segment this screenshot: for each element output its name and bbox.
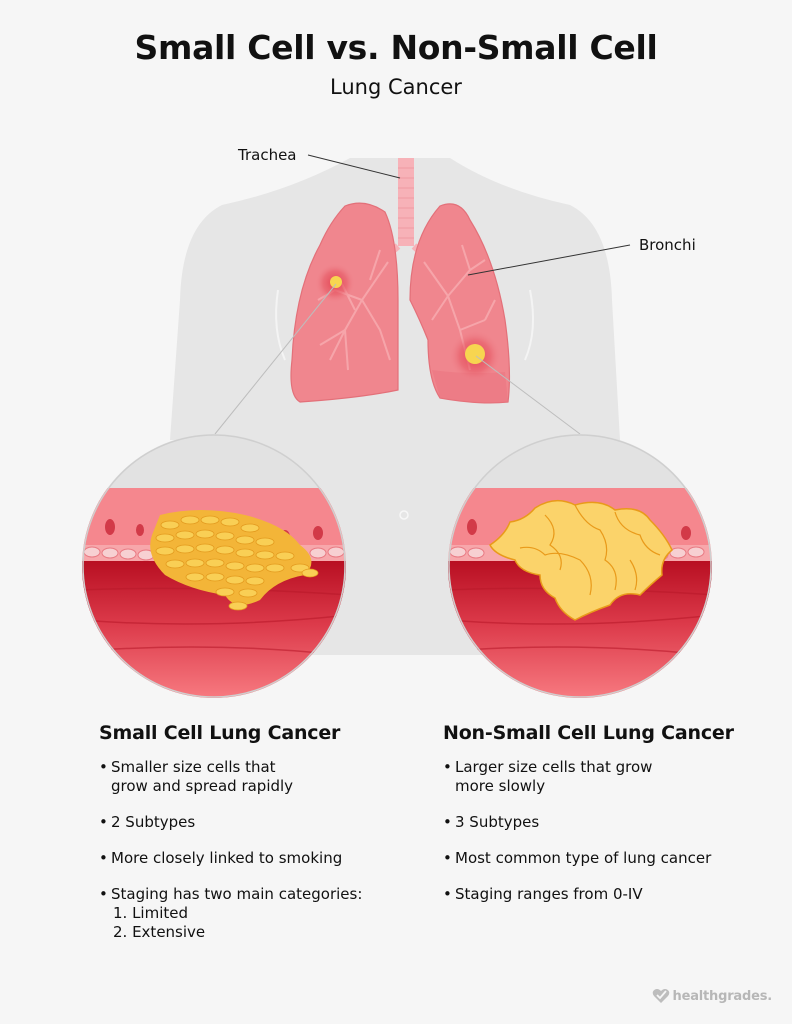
- small-cell-column: Small Cell Lung Cancer Smaller size cell…: [99, 722, 419, 959]
- bullet-item: Most common type of lung cancer: [443, 849, 763, 868]
- non-small-cell-heading: Non-Small Cell Lung Cancer: [443, 722, 734, 744]
- trachea-leader-line: [307, 154, 401, 179]
- right-lung: [290, 202, 399, 403]
- heart-check-icon: [652, 989, 669, 1003]
- bullet-item: Larger size cells that grow more slowly: [443, 758, 763, 796]
- small-cell-zoom-line: [214, 283, 337, 435]
- trachea-label: Trachea: [238, 146, 297, 164]
- left-lung: [409, 203, 511, 404]
- page-title: Small Cell vs. Non-Small Cell: [134, 28, 658, 67]
- sublist-item: 1. Limited: [113, 904, 189, 922]
- non-small-cell-column: Non-Small Cell Lung Cancer Larger size c…: [443, 722, 763, 921]
- bullet-item: Staging has two main categories: 1. Limi…: [99, 885, 419, 942]
- non-small-cell-magnified-view: [448, 434, 712, 698]
- bronchi-leader-line: [467, 244, 631, 276]
- staging-sublist: 1. Limited 2. Extensive: [111, 904, 419, 942]
- bullet-item: Staging ranges from 0-IV: [443, 885, 763, 904]
- healthgrades-logo: healthgrades.: [652, 988, 772, 1004]
- bronchi-label: Bronchi: [639, 236, 696, 254]
- bullet-item: 3 Subtypes: [443, 813, 763, 832]
- sublist-item: 2. Extensive: [113, 923, 206, 941]
- lung-cancer-illustration: [82, 154, 712, 698]
- brand-name: healthgrades.: [672, 988, 773, 1004]
- bullet-item: 2 Subtypes: [99, 813, 419, 832]
- bullet-item: Smaller size cells that grow and spread …: [99, 758, 419, 796]
- small-cell-bullet-list: Smaller size cells that grow and spread …: [99, 758, 419, 942]
- non-small-cell-bullet-list: Larger size cells that grow more slowly …: [443, 758, 763, 904]
- page-subtitle: Lung Cancer: [330, 75, 462, 99]
- non-small-cell-zoom-line: [475, 355, 581, 435]
- small-cell-heading: Small Cell Lung Cancer: [99, 722, 341, 744]
- bullet-item: More closely linked to smoking: [99, 849, 419, 868]
